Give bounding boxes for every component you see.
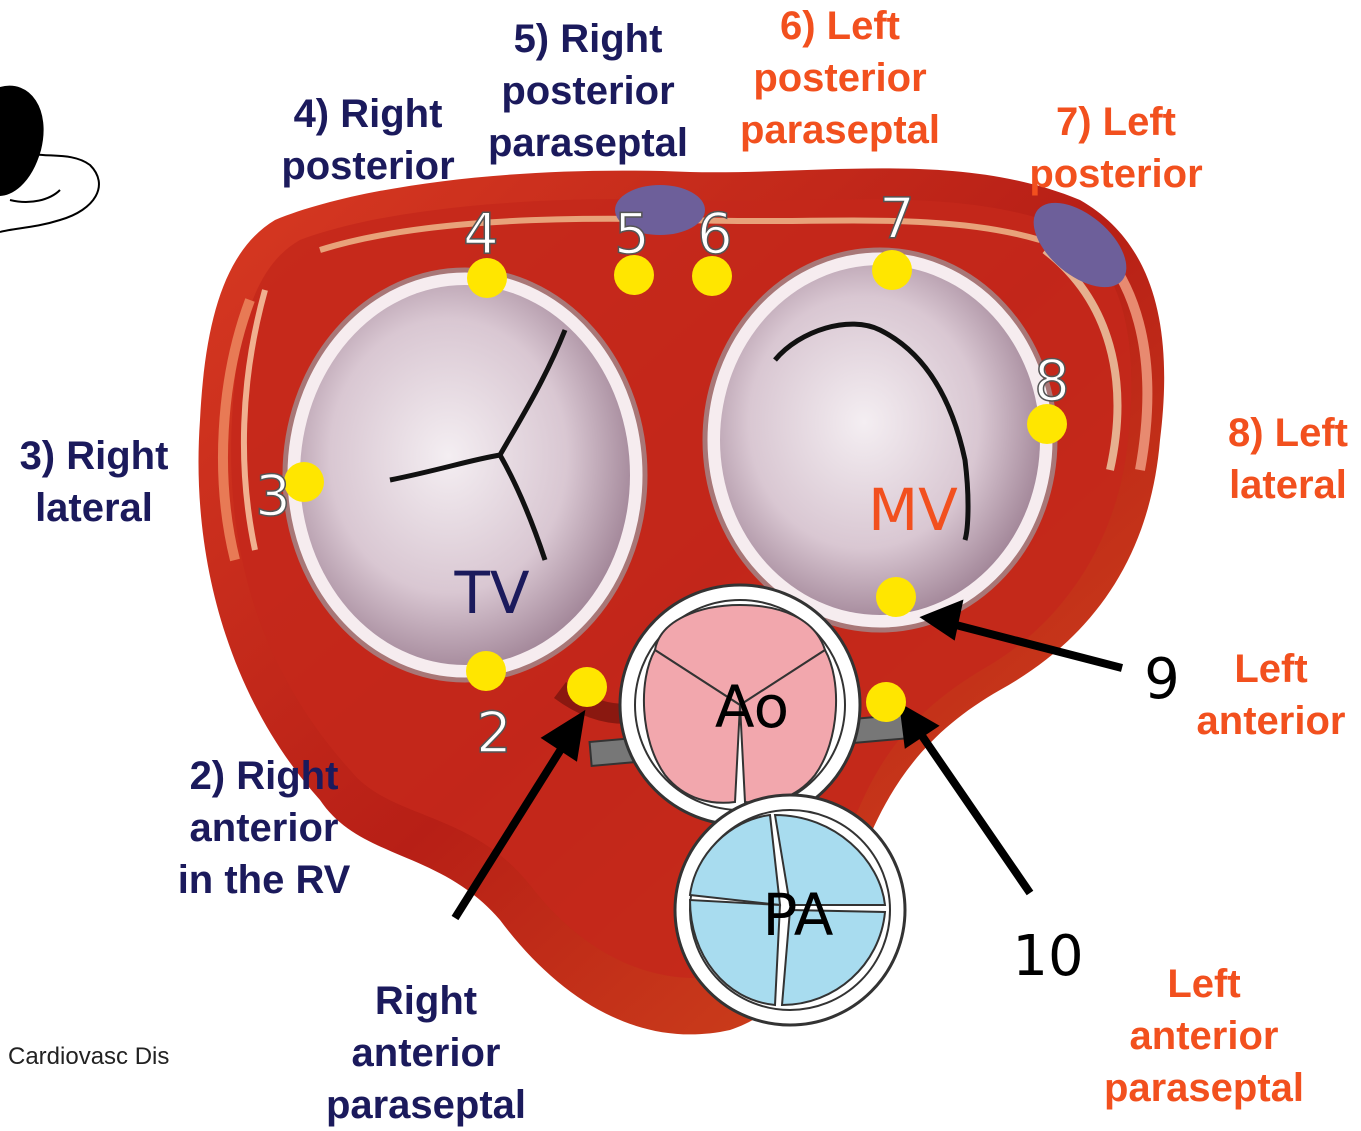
- valve-label-pa: PA: [763, 881, 834, 949]
- site-number-9: 9: [1144, 647, 1180, 712]
- valve-label-tv: TV: [453, 559, 529, 627]
- label-right-posterior-paraseptal: 5) Right posterior paraseptal: [478, 13, 698, 169]
- site-number-6: 6: [697, 202, 733, 267]
- site-number-8: 8: [1034, 349, 1070, 414]
- site-2-marker: [466, 651, 506, 691]
- mitral-valve: [705, 250, 1055, 630]
- site-right-anterior-paraseptal-marker: [567, 667, 607, 707]
- site-number-7: 7: [879, 187, 915, 252]
- label-left-anterior-paraseptal: Left anterior paraseptal: [1094, 958, 1314, 1114]
- valve-label-mv: MV: [868, 476, 958, 544]
- site-number-4: 4: [463, 202, 499, 267]
- site-number-10: 10: [1012, 924, 1083, 989]
- patient-orientation-icon: [0, 87, 99, 232]
- source-citation: Cardiovasc Dis: [8, 1043, 169, 1071]
- site-9-marker: [876, 577, 916, 617]
- label-right-lateral: 3) Right lateral: [4, 430, 184, 534]
- site-7-marker: [872, 250, 912, 290]
- valve-label-ao: Ao: [715, 673, 789, 741]
- site-number-2: 2: [476, 701, 512, 766]
- label-left-lateral: 8) Left lateral: [1215, 407, 1361, 511]
- label-left-posterior: 7) Left posterior: [1018, 96, 1214, 200]
- site-number-3: 3: [255, 464, 291, 529]
- label-right-posterior: 4) Right posterior: [268, 88, 468, 192]
- label-left-posterior-paraseptal: 6) Left posterior paraseptal: [730, 0, 950, 156]
- arrow-site-10: [918, 730, 1030, 893]
- site-10-marker: [866, 682, 906, 722]
- label-right-anterior-paraseptal: Right anterior paraseptal: [314, 975, 538, 1131]
- label-left-anterior: Left anterior: [1188, 643, 1354, 747]
- label-right-anterior-in-rv: 2) Right anterior in the RV: [164, 750, 364, 906]
- site-number-5: 5: [614, 202, 650, 267]
